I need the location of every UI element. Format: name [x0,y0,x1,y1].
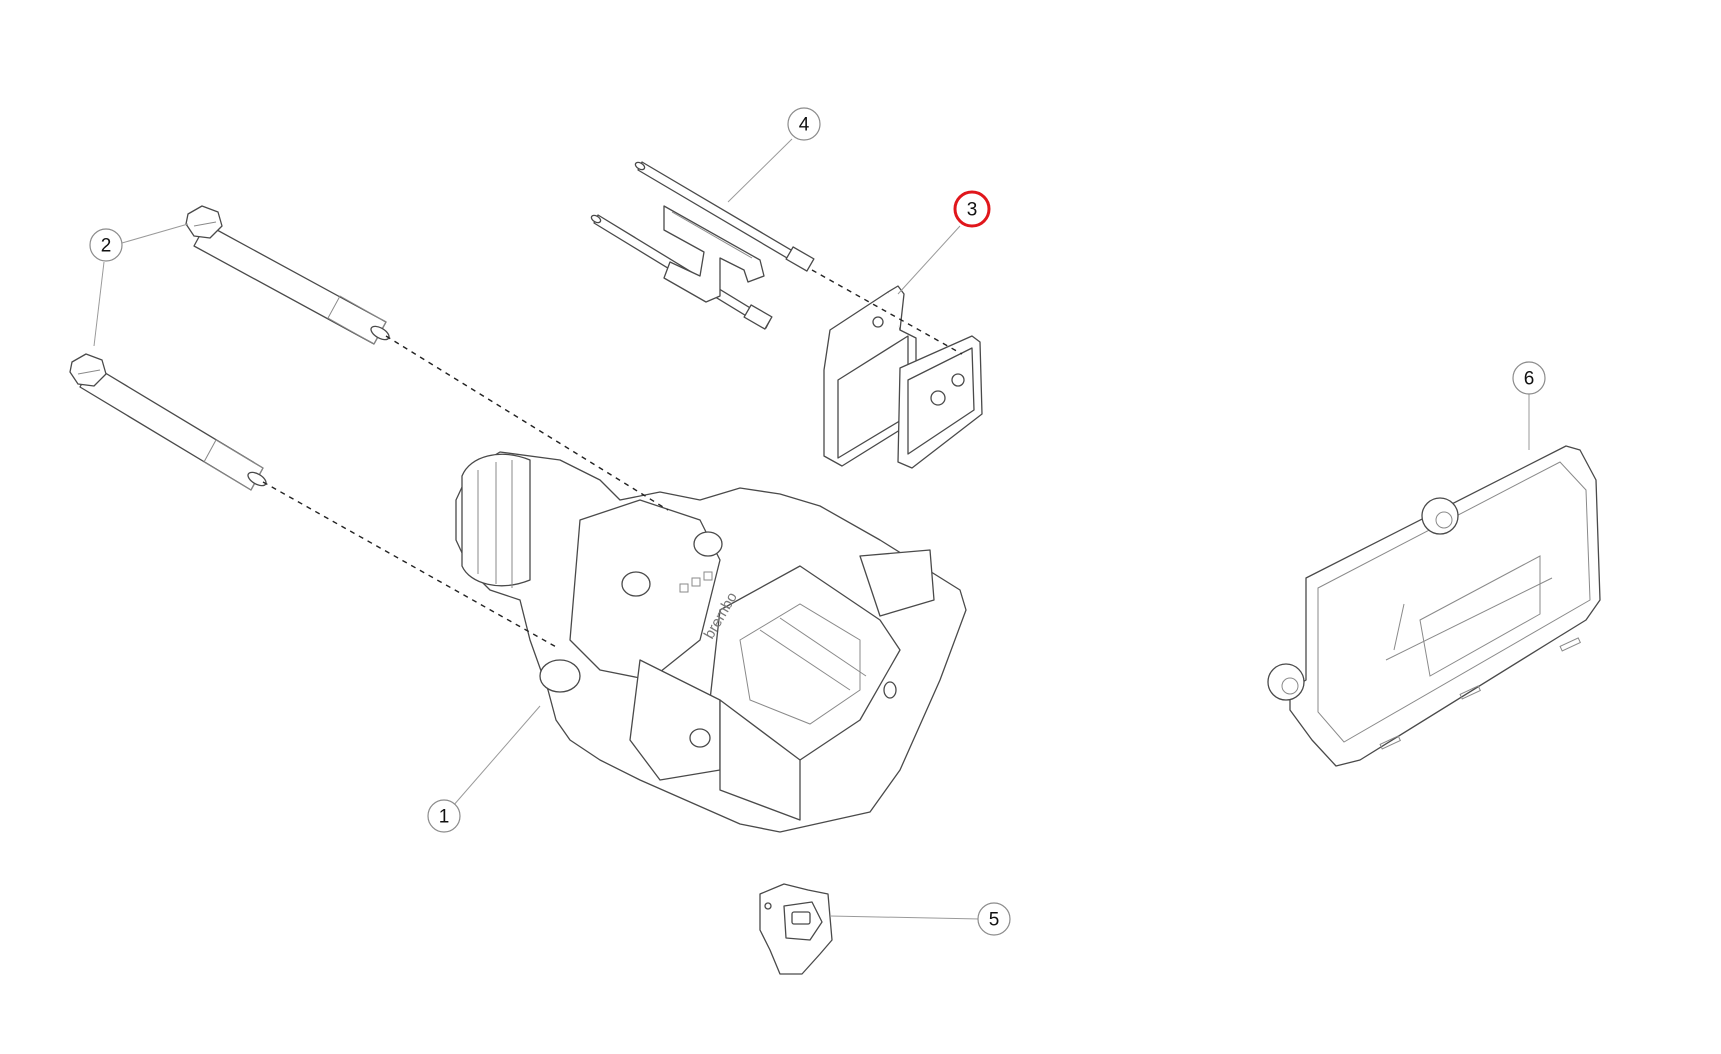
pad-pins-with-spring [590,161,815,330]
leader-line-2a [121,223,189,244]
leader-line-4 [727,138,793,203]
callout-2[interactable]: 2 [89,228,123,262]
bolt-lower [69,353,267,491]
svg-text:4: 4 [799,115,810,136]
control-unit [1267,445,1601,767]
brake-caliper: brembo [455,451,967,833]
callout-1[interactable]: 1 [427,799,461,833]
leader-line-5 [829,915,981,920]
callout-4[interactable]: 4 [787,107,821,141]
callout-3[interactable]: 3 [953,190,991,228]
bolt-upper [185,205,390,345]
svg-text:3: 3 [967,200,978,221]
connector-clip [759,883,833,975]
svg-text:2: 2 [101,236,112,257]
callout-5[interactable]: 5 [977,902,1011,936]
svg-text:6: 6 [1524,369,1535,390]
callout-6[interactable]: 6 [1512,361,1546,395]
assembly-line-pins [811,269,963,355]
svg-text:5: 5 [989,910,1000,931]
leader-line-3 [897,225,961,295]
leader-line-1 [445,705,541,815]
svg-text:1: 1 [439,807,450,828]
leader-line-2b [93,261,105,347]
assembly-line-bolt-lower [262,481,559,649]
brake-pads [823,285,983,469]
